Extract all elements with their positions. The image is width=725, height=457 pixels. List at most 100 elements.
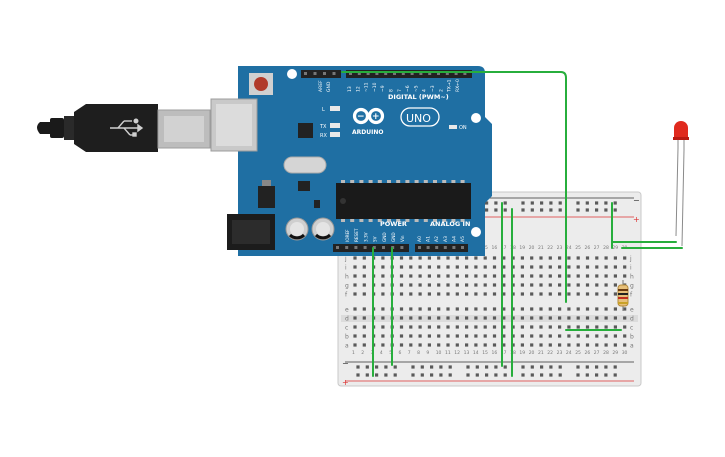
breadboard-hole[interactable] [623, 316, 627, 320]
header-pin[interactable] [382, 246, 385, 249]
breadboard-hole[interactable] [381, 316, 385, 320]
breadboard-hole[interactable] [418, 292, 422, 296]
breadboard-hole[interactable] [520, 256, 524, 260]
rail-hole[interactable] [604, 373, 608, 377]
breadboard-hole[interactable] [446, 292, 450, 296]
breadboard-hole[interactable] [576, 325, 580, 329]
red-led[interactable] [673, 121, 689, 247]
breadboard-hole[interactable] [613, 316, 617, 320]
breadboard-hole[interactable] [409, 292, 413, 296]
breadboard-hole[interactable] [604, 292, 608, 296]
breadboard-hole[interactable] [613, 274, 617, 278]
rail-hole[interactable] [365, 365, 369, 369]
usb-cable[interactable] [37, 104, 211, 152]
breadboard-hole[interactable] [558, 274, 562, 278]
breadboard-hole[interactable] [483, 307, 487, 311]
breadboard-hole[interactable] [502, 283, 506, 287]
breadboard-hole[interactable] [502, 292, 506, 296]
rail-hole[interactable] [475, 373, 479, 377]
wires[interactable] [341, 71, 683, 377]
breadboard-hole[interactable] [576, 274, 580, 278]
breadboard-hole[interactable] [558, 325, 562, 329]
rail-hole[interactable] [558, 365, 562, 369]
breadboard-hole[interactable] [613, 256, 617, 260]
rail-hole[interactable] [530, 208, 534, 212]
breadboard-hole[interactable] [558, 256, 562, 260]
breadboard-hole[interactable] [539, 343, 543, 347]
breadboard-hole[interactable] [418, 256, 422, 260]
breadboard-hole[interactable] [511, 316, 515, 320]
rail-hole[interactable] [475, 365, 479, 369]
rail-hole[interactable] [521, 373, 525, 377]
header-pin[interactable] [372, 246, 376, 249]
breadboard-hole[interactable] [576, 265, 580, 269]
header-pin[interactable] [463, 72, 467, 75]
breadboard-hole[interactable] [595, 316, 599, 320]
breadboard-hole[interactable] [418, 343, 422, 347]
breadboard-hole[interactable] [353, 292, 357, 296]
header-pin[interactable] [401, 72, 405, 75]
breadboard-hole[interactable] [353, 334, 357, 338]
breadboard-hole[interactable] [437, 283, 441, 287]
header-pin[interactable] [400, 246, 404, 249]
breadboard-hole[interactable] [409, 283, 413, 287]
rail-hole[interactable] [595, 365, 599, 369]
breadboard-hole[interactable] [427, 274, 431, 278]
header-pin[interactable] [323, 72, 326, 75]
breadboard-hole[interactable] [530, 283, 534, 287]
rail-hole[interactable] [576, 208, 580, 212]
breadboard-hole[interactable] [548, 316, 552, 320]
breadboard-hole[interactable] [437, 256, 441, 260]
breadboard-hole[interactable] [418, 316, 422, 320]
breadboard-hole[interactable] [623, 325, 627, 329]
rail-hole[interactable] [494, 373, 498, 377]
breadboard-hole[interactable] [576, 316, 580, 320]
breadboard-hole[interactable] [483, 334, 487, 338]
breadboard-hole[interactable] [539, 283, 543, 287]
rail-hole[interactable] [375, 365, 379, 369]
breadboard-hole[interactable] [613, 325, 617, 329]
breadboard-hole[interactable] [483, 316, 487, 320]
rail-hole[interactable] [430, 373, 434, 377]
breadboard-hole[interactable] [492, 292, 497, 296]
rail-hole[interactable] [540, 208, 544, 212]
rail-hole[interactable] [549, 201, 553, 205]
breadboard-hole[interactable] [483, 256, 487, 260]
breadboard-hole[interactable] [427, 343, 431, 347]
breadboard-hole[interactable] [567, 334, 571, 338]
breadboard-hole[interactable] [381, 325, 385, 329]
breadboard-hole[interactable] [567, 283, 571, 287]
rail-hole[interactable] [384, 373, 388, 377]
breadboard-hole[interactable] [558, 307, 562, 311]
breadboard-hole[interactable] [381, 265, 385, 269]
header-pin[interactable] [304, 72, 307, 75]
breadboard-hole[interactable] [418, 265, 422, 269]
header-pin[interactable] [435, 246, 439, 249]
breadboard-hole[interactable] [437, 334, 441, 338]
breadboard-hole[interactable] [353, 256, 357, 260]
breadboard-hole[interactable] [492, 325, 497, 329]
header-pin[interactable] [393, 72, 396, 75]
breadboard-hole[interactable] [530, 334, 534, 338]
breadboard-hole[interactable] [474, 343, 478, 347]
breadboard-hole[interactable] [381, 283, 385, 287]
breadboard-hole[interactable] [427, 265, 431, 269]
breadboard-hole[interactable] [548, 265, 552, 269]
breadboard-hole[interactable] [567, 325, 571, 329]
breadboard-hole[interactable] [539, 292, 543, 296]
breadboard-hole[interactable] [483, 265, 487, 269]
breadboard-hole[interactable] [353, 274, 357, 278]
breadboard-hole[interactable] [576, 256, 580, 260]
breadboard-hole[interactable] [446, 256, 450, 260]
rail-hole[interactable] [393, 373, 397, 377]
breadboard-hole[interactable] [539, 256, 543, 260]
rail-hole[interactable] [558, 201, 562, 205]
breadboard-hole[interactable] [520, 265, 524, 269]
breadboard-hole[interactable] [548, 343, 552, 347]
breadboard-hole[interactable] [530, 292, 534, 296]
breadboard-hole[interactable] [511, 334, 515, 338]
breadboard-hole[interactable] [455, 334, 459, 338]
breadboard-hole[interactable] [520, 307, 524, 311]
breadboard-hole[interactable] [446, 316, 450, 320]
breadboard-hole[interactable] [558, 265, 562, 269]
